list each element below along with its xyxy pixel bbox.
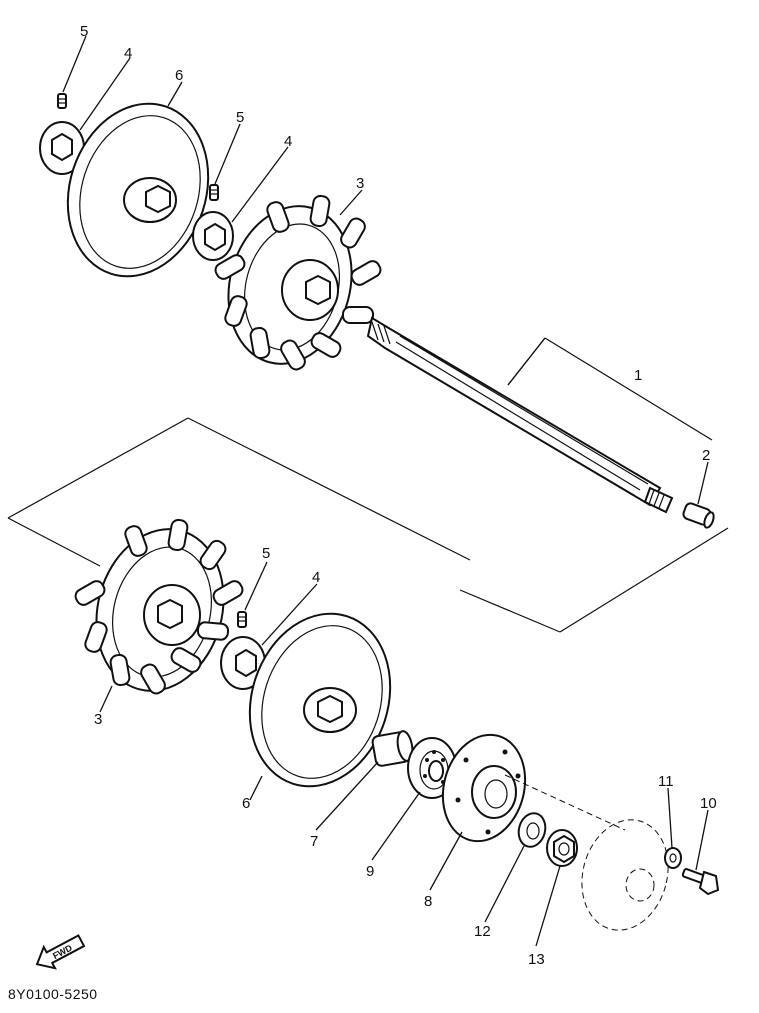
assembly-boundary-outline [7, 337, 729, 633]
callout-1: 1 [634, 367, 642, 384]
callout-4-top-mid: 4 [284, 133, 292, 150]
callout-3-lower: 3 [94, 711, 102, 728]
callout-2: 2 [702, 447, 710, 464]
callout-12: 12 [474, 923, 491, 940]
hex-bolt-part [681, 868, 720, 896]
diagram-part-number: 8Y0100-5250 [8, 986, 98, 1002]
callout-4-top-left: 4 [124, 45, 132, 62]
callout-labels: 5 4 6 5 4 3 1 2 3 5 4 6 7 9 8 12 13 11 1… [80, 23, 717, 968]
callout-6-top: 6 [175, 67, 183, 84]
flat-washer-part [517, 812, 547, 848]
callout-10: 10 [700, 795, 717, 812]
spacer-collar-part [371, 730, 414, 767]
idler-wheel-part-upper [66, 102, 210, 278]
set-screw-part-upper-left [57, 93, 67, 109]
lock-washer-part [664, 847, 682, 869]
forward-direction-arrow-icon: FWD [35, 934, 86, 970]
drive-shaft-part [366, 316, 674, 514]
idler-wheel-part-lower [248, 612, 392, 788]
callout-6-lower: 6 [242, 795, 250, 812]
callout-13: 13 [528, 951, 545, 968]
leader-lines [62, 35, 709, 947]
hex-nut-part [546, 829, 578, 867]
bearing-flange-part [441, 733, 527, 843]
drive-sprocket-part-lower [74, 518, 244, 695]
callout-5-top-mid: 5 [236, 109, 244, 126]
hex-collar-part-upper-mid [192, 211, 234, 261]
callout-4-lower: 4 [312, 569, 320, 586]
callout-8: 8 [424, 893, 432, 910]
callout-5-lower: 5 [262, 545, 270, 562]
callout-5-top-left: 5 [80, 23, 88, 40]
callout-9: 9 [366, 863, 374, 880]
callout-3-top: 3 [356, 175, 364, 192]
set-screw-part-lower [237, 611, 247, 628]
shaft-end-plug-part [682, 502, 715, 529]
callout-7: 7 [310, 833, 318, 850]
callout-11: 11 [658, 773, 674, 790]
hex-collar-part-upper-left [39, 121, 85, 175]
reference-housing-outline [504, 774, 669, 931]
set-screw-part-upper-mid [209, 184, 219, 201]
drive-sprocket-part-upper [214, 194, 382, 371]
